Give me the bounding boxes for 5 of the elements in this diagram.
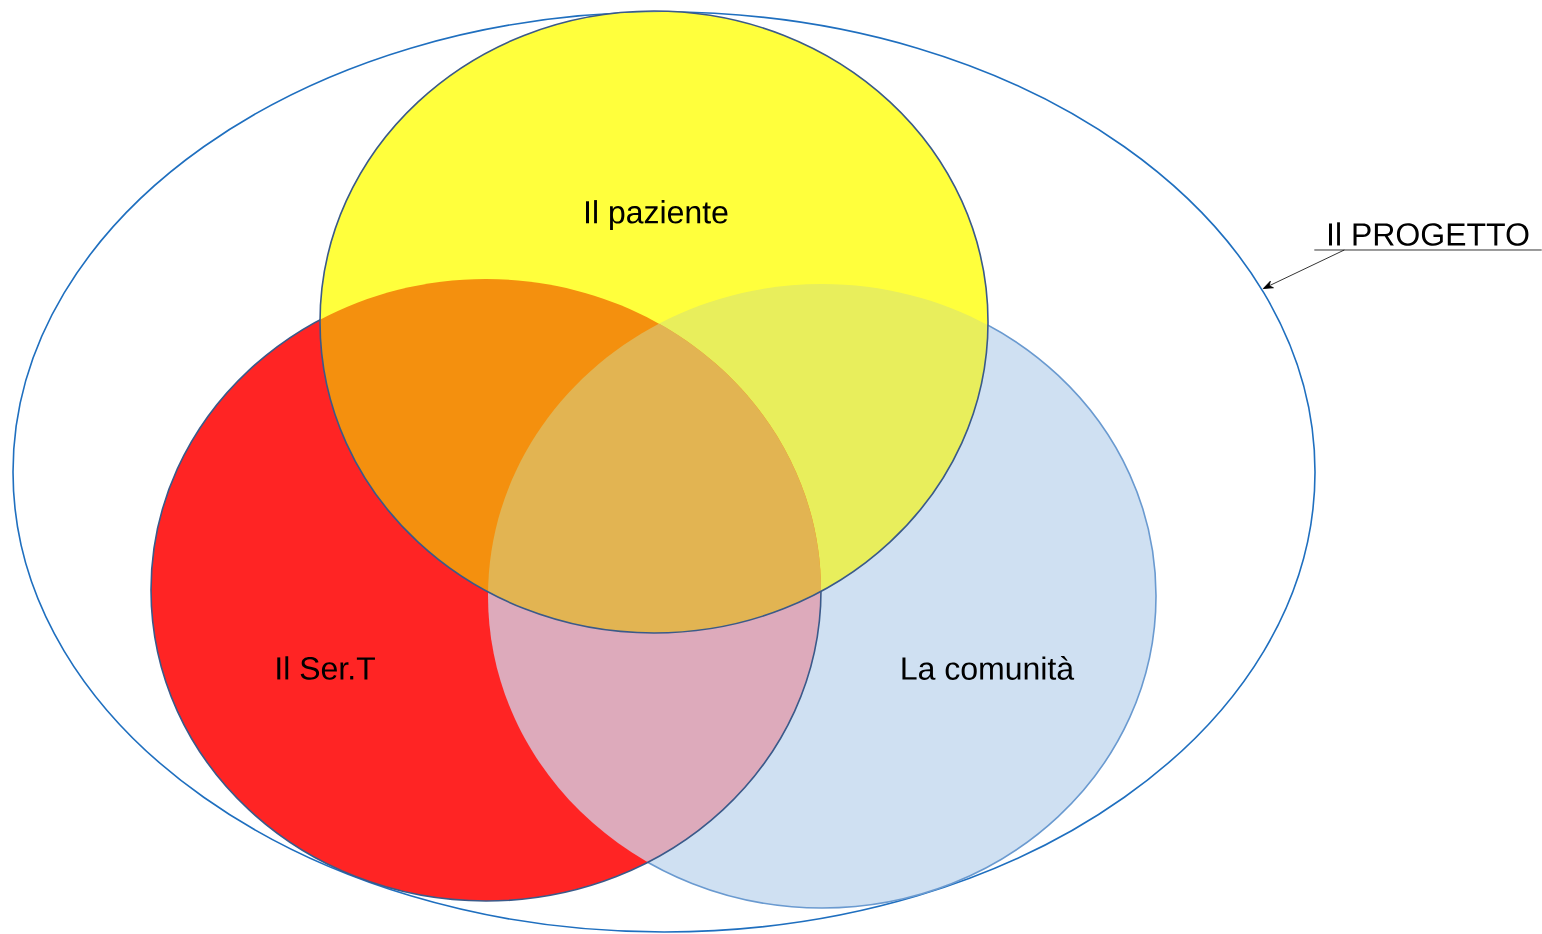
circle-label: Il Ser.T	[277, 656, 375, 680]
circle-label: La comunità	[902, 656, 1075, 680]
leader-line	[1262, 249, 1345, 289]
circle-label: Il paziente	[586, 200, 728, 230]
callout-label: Il PROGETTO	[1313, 222, 1542, 251]
